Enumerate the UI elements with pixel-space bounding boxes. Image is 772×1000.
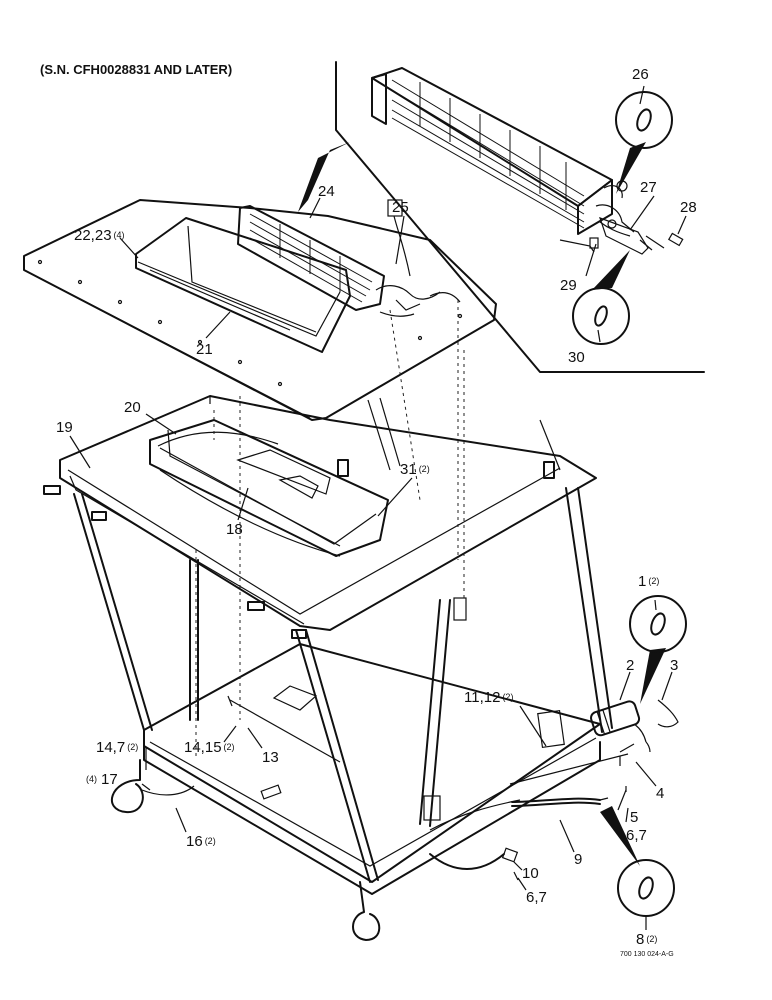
assembly-lines [195, 300, 465, 760]
o-ring-30 [572, 250, 630, 345]
callout-18: 18 [226, 521, 243, 538]
detail-pointer [298, 142, 350, 212]
callout-22-23: 22,23(4) [74, 227, 125, 244]
fittings-detail [559, 217, 684, 255]
callout-3: 3 [670, 657, 678, 674]
callout-29: 29 [560, 277, 577, 294]
roof-panel [23, 199, 497, 421]
condenser-coil-detail [371, 67, 635, 237]
callout-1: 1(2) [638, 573, 659, 590]
serial-number-note: (S.N. CFH0028831 AND LATER) [40, 62, 232, 77]
callout-9: 9 [574, 851, 582, 868]
callout-25: 25 [392, 199, 409, 216]
o-ring-1 [629, 595, 687, 704]
callout-13: 13 [262, 749, 279, 766]
o-ring-26 [615, 91, 673, 194]
drawing-number: 700 130 024-A-G [620, 951, 674, 958]
callout-6-7-lower: 6,7 [526, 889, 547, 906]
callout-21: 21 [196, 341, 213, 358]
callout-2: 2 [626, 657, 634, 674]
callout-30: 30 [568, 349, 585, 366]
callout-28: 28 [680, 199, 697, 216]
callout-17: (4)17 [86, 771, 118, 788]
callout-16: 16(2) [186, 833, 216, 850]
callout-14-7: 14,7(2) [96, 739, 138, 756]
callout-10: 10 [522, 865, 539, 882]
callout-4: 4 [656, 785, 664, 802]
callout-20: 20 [124, 399, 141, 416]
callout-5: 5 [630, 809, 638, 826]
callout-31: 31(2) [400, 461, 430, 478]
callout-27: 27 [640, 179, 657, 196]
drier-and-hoses [429, 699, 679, 881]
cab-frame [43, 395, 613, 941]
callout-14-15: 14,15(2) [184, 739, 235, 756]
callout-24: 24 [318, 183, 335, 200]
callout-11-12: 11,12(2) [464, 689, 513, 706]
detail-inset [335, 61, 705, 373]
callout-8: 8(2) [636, 931, 657, 948]
callout-labels: 26 24 25 22,23(4) 27 28 29 21 30 20 19 3… [56, 66, 697, 948]
callout-19: 19 [56, 419, 73, 436]
leader-lines [69, 85, 687, 930]
callout-6-7-right: 6,7 [626, 827, 647, 844]
callout-26: 26 [632, 66, 649, 83]
